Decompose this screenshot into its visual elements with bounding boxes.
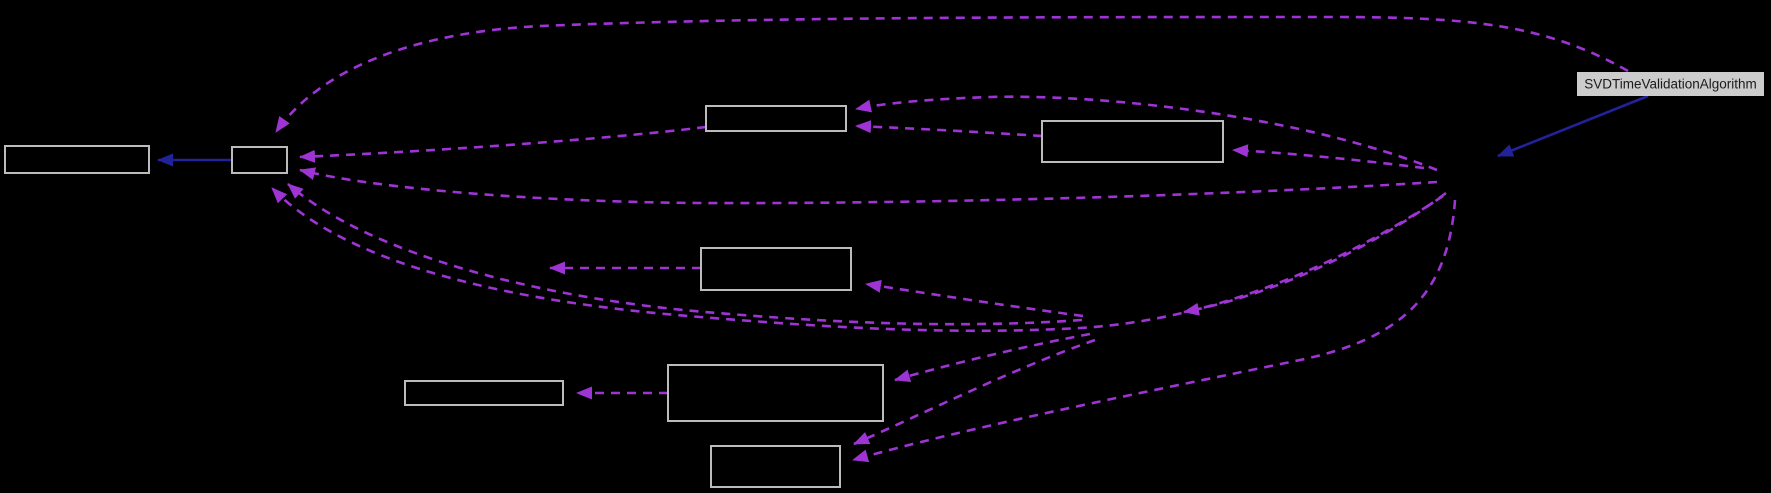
edge-usage-hub2-to-intermediate-bottom [287,183,1083,326]
nodes-layer: SVDTimeValidationAlgorithm [4,72,1764,488]
edge-usage-hub1-to-bottom-right [852,199,1457,463]
edges-layer [157,15,1649,463]
edge-usage-upperright-to-topmiddle [855,120,1043,138]
svd-time-validation-algorithm-node-label: SVDTimeValidationAlgorithm [1584,77,1757,92]
middle-class-box[interactable] [700,247,852,291]
edge-usage-hub1-to-hub2 [1183,191,1447,316]
edge-usage-svd-top-arc-to-intermediate [274,15,1629,133]
upper-right-class-box[interactable] [1041,120,1224,163]
edge-usage-hub2-to-bottom-upper [853,338,1096,446]
edge-usage-hub1-sweep-to-intermediate [271,187,1444,333]
edge-usage-hub1-to-topmiddle [855,95,1438,172]
edge-usage-hub2-to-middle [865,279,1084,318]
lower-left-class-box[interactable] [404,380,564,406]
edge-usage-hub1-to-upperright [1232,144,1425,170]
large-lower-class-box[interactable] [667,364,884,422]
bottom-class-box[interactable] [710,445,841,488]
edge-usage-hub1-to-intermediate-mid [299,167,1438,205]
edge-inherit-svd-to-hub [1497,94,1649,158]
edge-usage-topmiddle-to-intermediate [299,125,707,163]
svd-time-validation-algorithm-node[interactable] [1577,72,1764,96]
base-class-box[interactable] [4,145,150,174]
top-middle-class-box[interactable] [705,105,847,132]
intermediate-class-box[interactable] [231,146,288,174]
edge-usage-hub2-to-largelower [894,332,1091,383]
